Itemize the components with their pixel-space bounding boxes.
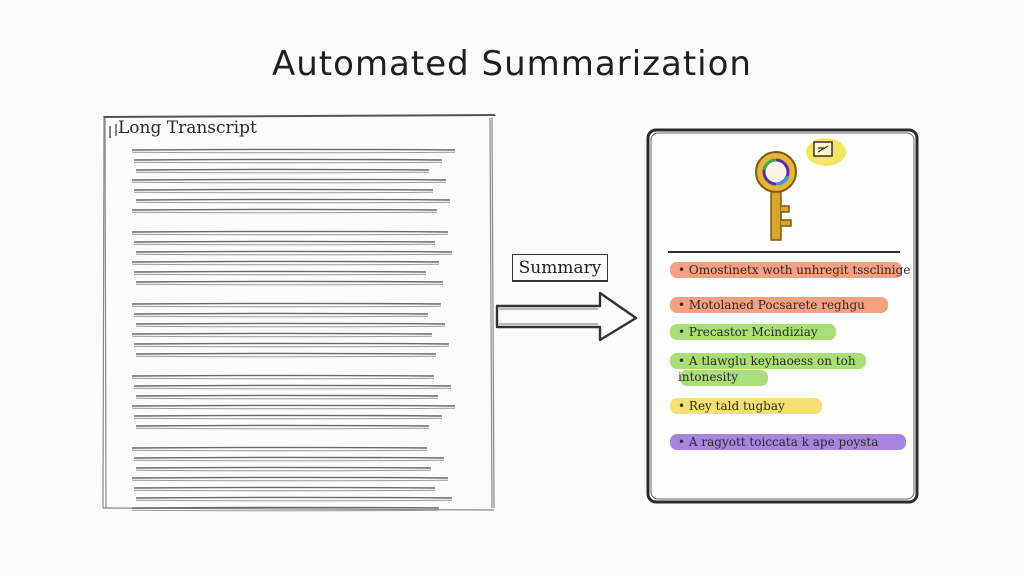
transcript-text-line [133,414,443,417]
transcript-text-line [135,201,451,204]
arrow-icon [495,291,638,342]
transcript-text-line [135,427,430,430]
transcript-text-line [135,466,432,469]
transcript-text-line [133,489,436,492]
transcript-text-line [131,305,442,308]
summary-highlight-bar [670,353,866,369]
summary-bullet-5: • Rey tald tugbay [678,399,785,413]
summary-highlights [670,262,906,450]
transcript-text-line [135,469,432,472]
transcript-text-line [135,355,437,358]
transcript-text-line [131,476,449,479]
transcript-text-line [135,424,430,427]
page-title: Automated Summarization [272,44,752,84]
transcript-text-line [131,211,438,214]
transcript-text-line [135,322,446,325]
transcript-text-line [133,345,450,348]
transcript-text-line [135,283,444,286]
transcript-text-line [133,384,452,387]
transcript-text-line [133,273,427,276]
transcript-text-line [135,397,439,400]
transcript-text-line [133,342,450,345]
transcript-text-line [133,456,445,459]
transcript-text-line [133,387,452,390]
summary-highlight-bar [670,262,902,278]
transcript-text-line [131,479,449,482]
transcript-text-line [135,352,437,355]
transcript-text-line [131,178,447,181]
summary-highlight-bar [670,398,822,414]
summary-highlight-bar [670,434,906,450]
transcript-text-line [135,198,451,201]
transcript-text-line [133,158,443,161]
transcript-text-line [131,208,438,211]
transcript-text-line [131,233,449,236]
transcript-text-line [131,506,440,509]
transcript-text-line [133,417,443,420]
transcript-text-line [133,191,434,194]
summary-label: Summary [512,254,608,282]
transcript-text-line [133,161,443,164]
transcript-text-line [131,509,440,512]
transcript-text-line [135,250,453,253]
transcript-text-line [131,449,428,452]
transcript-text-line [135,394,439,397]
transcript-text-line [131,404,456,407]
transcript-text-line [131,335,433,338]
transcript-text-line [131,446,428,449]
bulb-icon [806,138,846,166]
transcript-text-line [131,181,447,184]
transcript-text-line [133,188,434,191]
transcript-text-line [131,374,435,377]
summary-bullet-6: • A ragyott toiccata k ape poysta [678,435,879,449]
transcript-text-line [133,270,427,273]
transcript-text-line [133,486,436,489]
transcript-text-line [135,253,453,256]
transcript-text-line [133,459,445,462]
transcript-text-line [131,407,456,410]
transcript-text-line [131,332,433,335]
transcript-text-line [135,499,453,502]
transcript-text-line [131,377,435,380]
transcript-text-line [135,280,444,283]
transcript-text-line [135,496,453,499]
summary-bullet-2: • Motolaned Pocsarete reghgu [678,298,865,312]
transcript-text-line [131,148,456,151]
transcript-text-line [133,240,436,243]
transcript-text-line [131,230,449,233]
transcript-text-line [135,171,430,174]
transcript-text-line [131,260,440,263]
transcript-text-line [133,243,436,246]
transcript-text-line [135,325,446,328]
transcript-text-line [131,263,440,266]
transcript-panel [102,114,496,512]
summary-highlight-bar [670,297,888,313]
transcript-text-line [133,315,429,318]
summary-bullet-4: • A tlawglu keyhaoess on toh intonesity [678,354,856,384]
transcript-text-line [135,168,430,171]
transcript-text-line [133,312,429,315]
summary-bullet-1: • Omostinetx woth unhregit tssclinige [678,263,911,277]
transcript-text-line [131,151,456,154]
transcript-label: Long Transcript [118,118,257,138]
transcript-text-line [131,302,442,305]
summary-highlight-bar [680,370,768,386]
key-icon [755,151,797,241]
summary-bullet-3: • Precastor Mcindiziay [678,325,818,339]
summary-highlight-bar [670,324,836,340]
transcript-text-lines [131,148,456,512]
